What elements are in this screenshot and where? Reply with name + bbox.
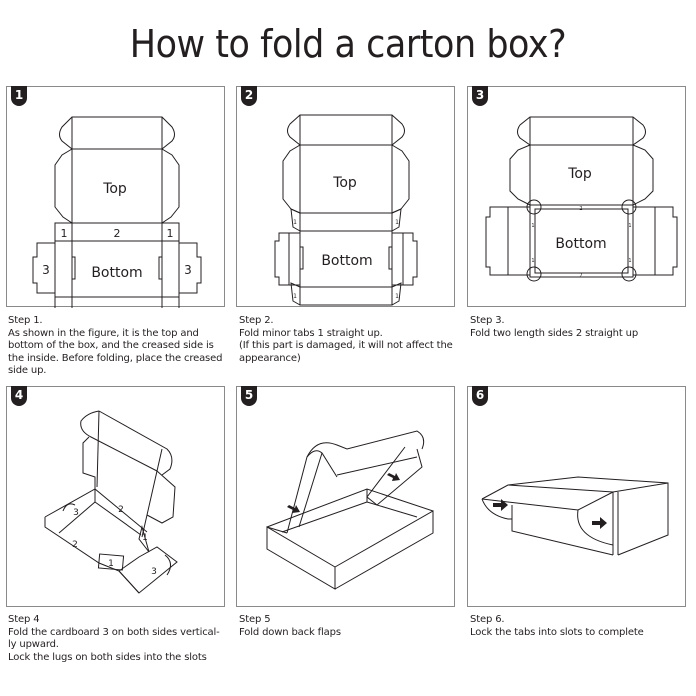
minor-tab-label: 1 xyxy=(395,293,399,300)
step-5-panel: 5 xyxy=(236,386,455,607)
step-number-badge: 5 xyxy=(241,386,257,406)
minor-tab-label: 1 xyxy=(293,293,297,300)
step-2-panel: 2 Top Bottom 1 1 1 1 xyxy=(236,86,455,307)
step-4-diagram: 3 3 2 2 1 1 xyxy=(44,410,178,594)
step-number-badge: 1 xyxy=(11,86,27,106)
length-side-label: 2 xyxy=(118,505,124,515)
step-number-badge: 4 xyxy=(11,386,27,406)
bottom-label: Bottom xyxy=(91,265,142,281)
minor-tab-label: 1 xyxy=(531,223,534,229)
step-2-caption: Step 2. Fold minor tabs 1 straight up. (… xyxy=(239,315,453,365)
step-number-badge: 6 xyxy=(472,386,488,406)
bottom-label: Bottom xyxy=(321,253,372,269)
step-text-line: side up. xyxy=(8,365,47,376)
step-4-panel: 4 3 3 2 2 1 1 xyxy=(6,386,225,607)
step-text-line: Fold the cardboard 3 on both sides verti… xyxy=(8,626,220,638)
step-text-line: (If this part is damaged, it will not af… xyxy=(239,340,453,351)
step-heading: Step 3. xyxy=(470,315,505,326)
top-label: Top xyxy=(102,181,127,197)
step-1-panel: 1 Top Bottom 1 2 1 3 3 xyxy=(6,86,225,308)
length-side-label: 2 xyxy=(579,273,582,279)
step-heading: Step 4 xyxy=(8,614,40,625)
minor-tab-label: 1 xyxy=(61,227,68,240)
end-flap-label: 3 xyxy=(151,567,157,577)
step-text-line: Lock the tabs into slots to complete xyxy=(470,626,644,638)
step-5-diagram xyxy=(266,430,434,590)
step-text-line: As shown in the figure, it is the top an… xyxy=(8,327,199,339)
step-1-caption: Step 1. As shown in the figure, it is th… xyxy=(8,315,222,378)
bottom-label: Bottom xyxy=(555,236,606,252)
step-text-line: Fold minor tabs 1 straight up. xyxy=(239,327,383,339)
minor-tab-label: 1 xyxy=(142,533,148,543)
step-text-line: Lock the lugs on both sides into the slo… xyxy=(8,651,207,663)
end-flap-label: 3 xyxy=(42,263,50,277)
minor-tab-label: 1 xyxy=(628,258,631,264)
top-label: Top xyxy=(567,166,592,182)
length-side-label: 2 xyxy=(72,540,78,550)
length-side-label: 2 xyxy=(579,206,582,212)
step-5-caption: Step 5 Fold down back flaps xyxy=(239,614,341,639)
step-4-caption: Step 4 Fold the cardboard 3 on both side… xyxy=(8,614,220,664)
step-6-caption: Step 6. Lock the tabs into slots to comp… xyxy=(470,614,644,639)
step-heading: Step 1. xyxy=(8,315,43,326)
end-flap-label: 3 xyxy=(184,263,192,277)
step-3-panel: 3 Top Bottom 2 2 1 1 1 1 xyxy=(467,86,686,307)
step-text-line: Fold two length sides 2 straight up xyxy=(470,327,639,339)
step-number-badge: 3 xyxy=(472,86,488,106)
step-text-line: Fold down back flaps xyxy=(239,626,341,638)
step-text-line: appearance) xyxy=(239,352,301,364)
end-flap-label: 3 xyxy=(73,508,79,518)
minor-tab-label: 1 xyxy=(395,219,399,226)
step-2-diagram: Top Bottom 1 1 1 1 xyxy=(274,114,418,306)
minor-tab-label: 1 xyxy=(108,559,114,569)
minor-tab-label: 1 xyxy=(167,227,174,240)
step-text-line: the inside. Before folding, place the cr… xyxy=(8,352,223,364)
step-3-caption: Step 3. Fold two length sides 2 straight… xyxy=(470,315,638,340)
step-text-line: ly upward. xyxy=(8,639,59,650)
step-text-line: bottom of the box, and the creased side … xyxy=(8,340,214,351)
length-side-label: 2 xyxy=(114,227,121,240)
page-title: How to fold a carton box? xyxy=(129,22,567,66)
top-label: Top xyxy=(332,175,357,191)
step-heading: Step 6. xyxy=(470,614,505,625)
step-6-panel: 6 xyxy=(467,386,686,607)
minor-tab-label: 1 xyxy=(531,258,534,264)
step-3-diagram: Top Bottom 2 2 1 1 1 1 xyxy=(485,116,678,282)
step-6-diagram xyxy=(481,476,669,556)
step-1-diagram: Top Bottom 1 2 1 3 3 xyxy=(32,116,202,308)
minor-tab-label: 1 xyxy=(293,219,297,226)
step-number-badge: 2 xyxy=(241,86,257,106)
minor-tab-label: 1 xyxy=(628,223,631,229)
step-heading: Step 5 xyxy=(239,614,271,625)
step-heading: Step 2. xyxy=(239,315,274,326)
